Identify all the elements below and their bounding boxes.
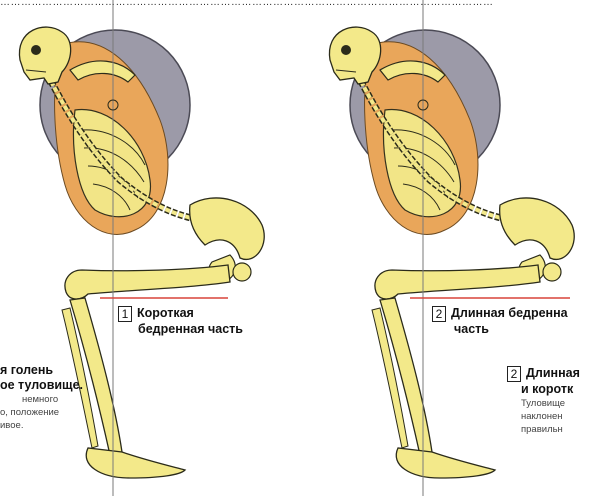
left-note-title-1: я голень xyxy=(0,363,110,378)
right-note-title-1: Длинная xyxy=(526,366,580,380)
right-note-number: 2 xyxy=(507,366,521,382)
right-figure-caption: 2 Длинная бедренна часть xyxy=(432,306,595,337)
top-cutoff-text: …………………………………………………………………………………………………………… xyxy=(0,0,595,7)
left-note: я голень ое туловище. немного о, положен… xyxy=(0,363,110,432)
left-note-body-3: ивое. xyxy=(0,419,110,432)
right-caption-line1: Длинная бедренна xyxy=(451,306,568,320)
left-note-title-2: ое туловище. xyxy=(0,378,110,393)
right-note-body-1: Туловище xyxy=(507,397,595,410)
right-figure-number: 2 xyxy=(432,306,446,322)
right-note-body-3: правильн xyxy=(507,423,595,436)
right-caption-line2: часть xyxy=(432,322,595,337)
right-note-body-2: наклонен xyxy=(507,410,595,423)
left-figure-number: 1 xyxy=(118,306,132,322)
left-caption-line1: Короткая xyxy=(137,306,194,320)
left-figure-caption: 1 Короткая бедренная часть xyxy=(118,306,243,337)
left-caption-line2: бедренная часть xyxy=(118,322,243,337)
left-note-body-2: о, положение xyxy=(0,406,110,419)
right-note-title-2: и коротк xyxy=(507,382,595,397)
left-note-body-1: немного xyxy=(0,393,110,406)
right-note: 2 Длинная и коротк Туловище наклонен прав… xyxy=(507,366,595,436)
